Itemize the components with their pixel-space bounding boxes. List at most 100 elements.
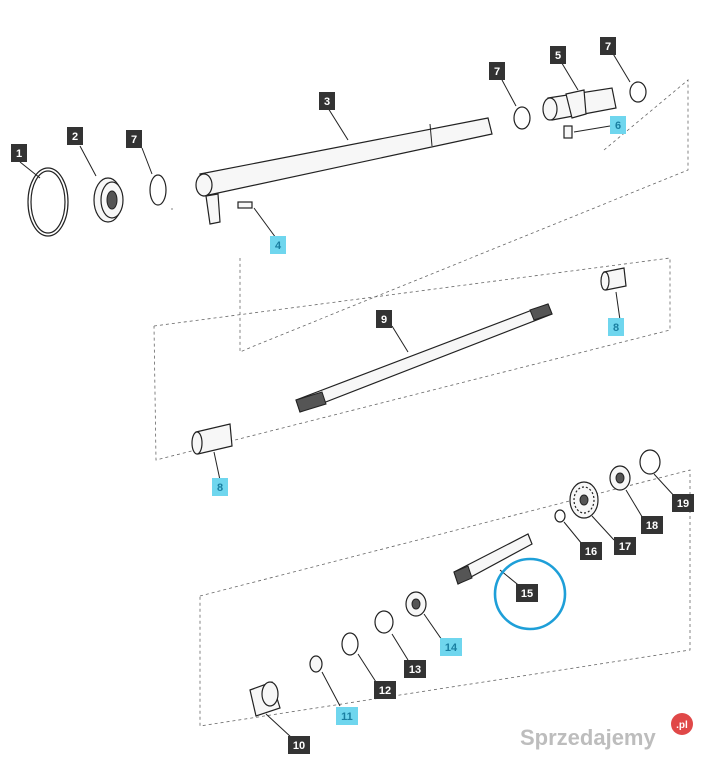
callout-8a[interactable]: 8 [608,318,624,336]
part-7b-ring [513,106,531,130]
leader-16 [563,521,583,545]
callout-1-text: 1 [16,148,22,160]
callout-12-text: 12 [379,685,391,697]
callout-7c[interactable]: 7 [600,37,616,55]
part-4-screw [237,201,253,209]
callout-10-text: 10 [293,740,305,752]
part-12-ring [341,632,359,656]
callout-5-text: 5 [555,50,561,62]
callout-4[interactable]: 4 [270,236,286,254]
callout-13-text: 13 [409,664,421,676]
leader-3 [327,107,349,141]
callout-10[interactable]: 10 [288,736,310,754]
callout-3-text: 3 [324,96,330,108]
leader-13 [391,633,409,661]
callout-18-text: 18 [646,520,658,532]
part-7c-ring [629,81,647,103]
callout-17-text: 17 [619,541,631,553]
callout-16[interactable]: 16 [580,542,602,560]
part-3-tube [199,117,493,197]
callout-1[interactable]: 1 [11,144,27,162]
callout-15[interactable]: 15 [516,584,538,602]
callout-11-text: 11 [341,711,353,723]
leader-14 [423,613,443,641]
part-7a-ring [149,174,167,206]
callout-7b-text: 7 [494,66,500,78]
callout-16-text: 16 [585,546,597,558]
part-19-snapring [639,449,661,475]
callout-13[interactable]: 13 [404,660,426,678]
part-5-sleeve-end [542,97,558,121]
callout-6[interactable]: 6 [610,116,626,134]
leader-6 [573,125,611,133]
part-3-tube-end [195,173,213,197]
part-9-thread-left [295,391,327,413]
highlight-circle-part-15 [493,557,567,631]
callout-8b-text: 8 [217,482,223,494]
callout-7a[interactable]: 7 [126,130,142,148]
part-14-bearing-bore [411,598,421,610]
part-3-step [429,123,433,147]
callout-19[interactable]: 19 [672,494,694,512]
callout-8a-text: 8 [613,322,619,334]
callout-7a-text: 7 [131,134,137,146]
part-9-thread-right [529,303,553,321]
callout-8b[interactable]: 8 [212,478,228,496]
callout-14-text: 14 [445,642,458,654]
callout-2[interactable]: 2 [67,127,83,145]
leader-12 [357,653,377,683]
leader-11 [321,671,341,707]
part-8a-bushing-end [600,271,610,291]
part-15-spline [453,565,473,585]
leader-7c [611,51,631,83]
callout-3[interactable]: 3 [319,92,335,110]
callout-19-text: 19 [677,498,689,510]
watermark: Sprzedajemy .pl [520,713,693,750]
part-3-tab [205,193,221,225]
part-2-housing-bore [106,190,118,210]
leader-8a [615,291,621,321]
callout-9-text: 9 [381,314,387,326]
callout-2-text: 2 [72,131,78,143]
leader-8b [213,451,221,481]
callout-15-text: 15 [521,588,533,600]
leader-9 [391,325,409,353]
leader-5 [559,59,579,91]
part-1-oring [27,167,69,237]
leader-18 [625,489,645,521]
group-boundary-top-lines [239,79,689,353]
callout-11[interactable]: 11 [336,707,358,725]
part-17-gear-bore [579,494,589,506]
callout-5[interactable]: 5 [550,46,566,64]
callout-6-text: 6 [615,120,621,132]
leader-10 [265,713,293,739]
watermark-badge-text: .pl [676,720,688,731]
callout-4-text: 4 [275,240,282,252]
callout-17[interactable]: 17 [614,537,636,555]
group-boundary-bottom [199,469,691,727]
leader-7a [141,147,153,175]
callout-14[interactable]: 14 [440,638,462,656]
leader-7b [501,79,517,107]
part-16-washer [554,509,566,523]
part-18-bearing-bore [615,472,625,484]
leader-17 [591,515,615,541]
part-8b-bushing-end [191,431,203,455]
part-11-washer [309,655,323,673]
part-6-screw [563,125,573,139]
callout-12[interactable]: 12 [374,681,396,699]
watermark-badge-icon [671,713,693,735]
callout-18[interactable]: 18 [641,516,663,534]
part-10-coupling-face [261,681,279,707]
leader-4 [253,207,277,239]
leader-1 [19,161,41,179]
callout-7c-text: 7 [605,41,611,53]
leader-2 [79,145,97,177]
callout-9[interactable]: 9 [376,310,392,328]
part-1-oring-inner [30,170,66,234]
part-5-fork [565,89,587,119]
callout-7b[interactable]: 7 [489,62,505,80]
watermark-text: Sprzedajemy [520,725,656,750]
